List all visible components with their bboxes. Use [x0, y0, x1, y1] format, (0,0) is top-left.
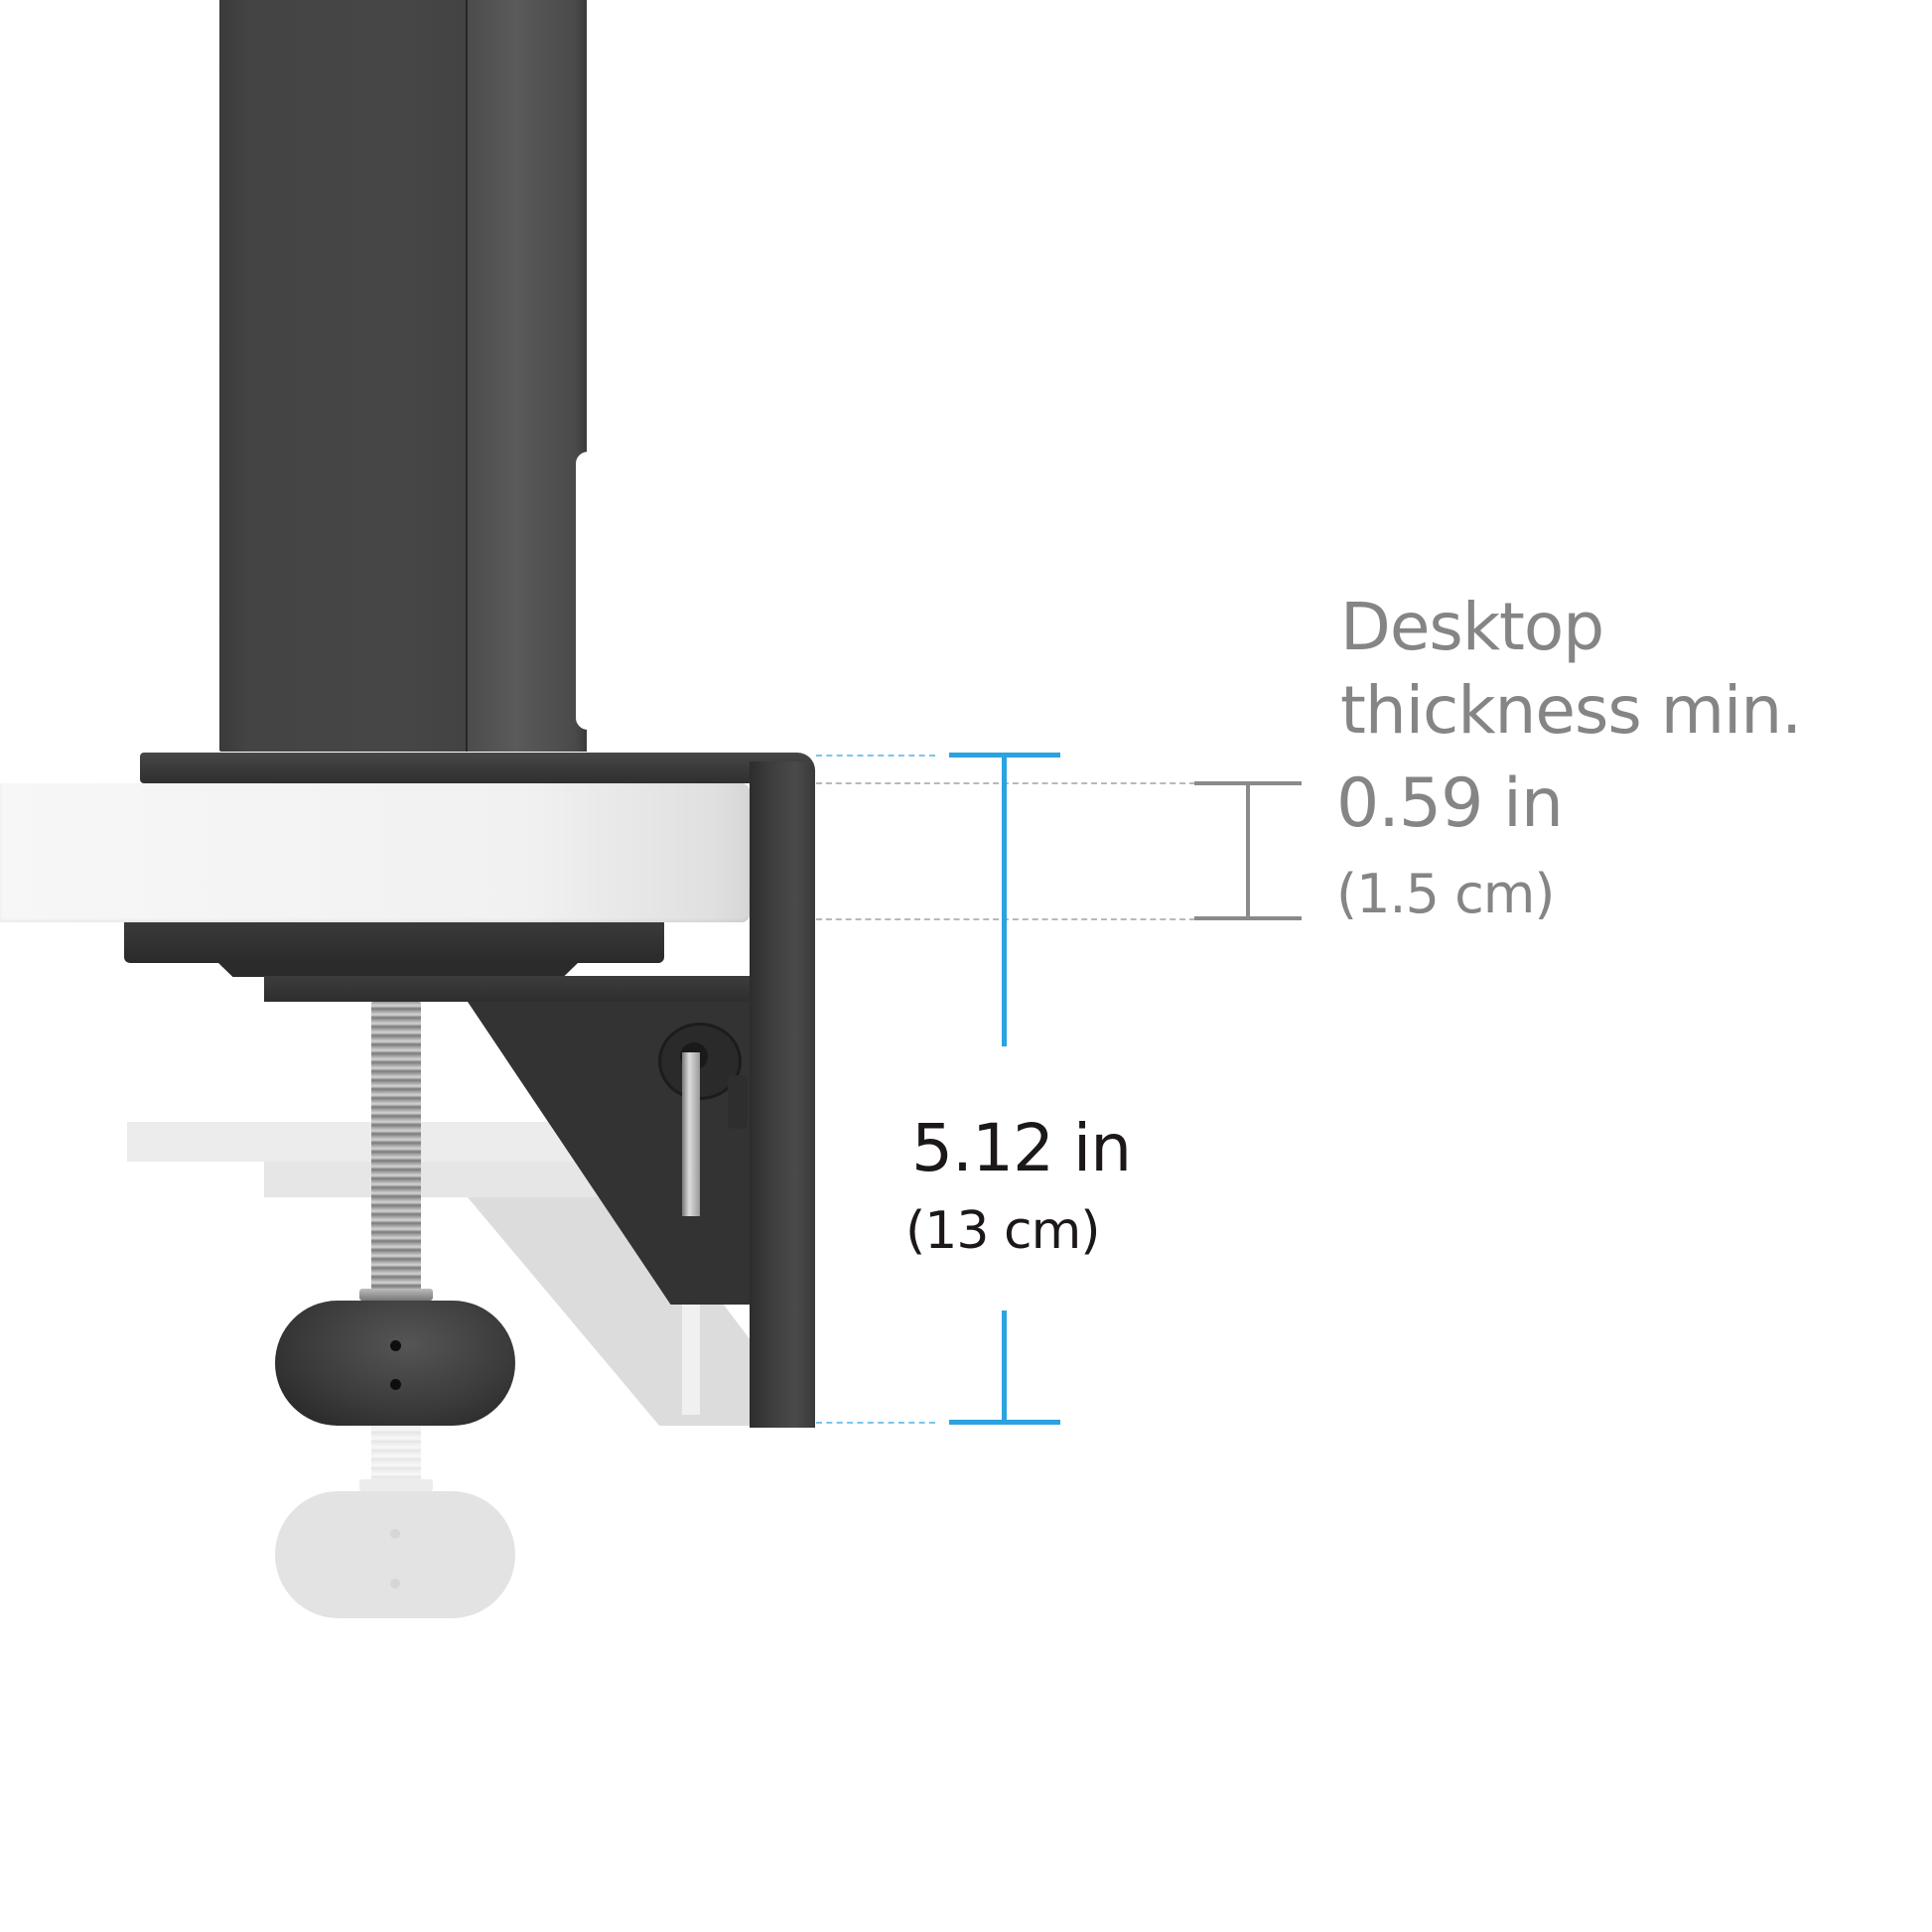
- ghost-clamp-knob: [275, 1491, 515, 1618]
- clamp-lower-plate: [124, 922, 664, 963]
- desktop-thickness-dimension: [1194, 781, 1302, 922]
- clamp-range-inches: 5.12 in: [911, 1110, 1132, 1186]
- pole-cutout: [576, 452, 588, 730]
- hex-key-icon: [682, 1052, 700, 1216]
- thickness-stem: [1246, 781, 1250, 920]
- desktop-thickness-cm: (1.5 cm): [1336, 863, 1555, 925]
- hex-key-clip: [728, 1075, 748, 1129]
- ghost-knob-hole-icon: [390, 1529, 400, 1539]
- clamp-range-dimension: [949, 753, 1060, 1428]
- dimension-cap-bottom: [949, 1420, 1060, 1425]
- dimension-stem-bottom: [1002, 1311, 1007, 1424]
- pole-side-panel: [466, 0, 587, 752]
- ghost-washer: [359, 1479, 433, 1491]
- knob-hole-icon: [390, 1340, 401, 1351]
- desktop-thickness-title-line2: thickness min.: [1340, 672, 1802, 749]
- thickness-cap-bottom: [1194, 916, 1302, 920]
- clamp-screw: [371, 1002, 421, 1296]
- desk-surface: [0, 783, 750, 922]
- knob-hole-icon: [390, 1379, 401, 1390]
- clamp-range-cm: (13 cm): [905, 1201, 1101, 1261]
- clamp-slider-bar: [264, 976, 750, 1002]
- guide-line-top-blue: [816, 755, 935, 757]
- dimension-stem-top: [1002, 753, 1007, 1046]
- desktop-thickness-title-line1: Desktop: [1340, 589, 1604, 665]
- ghost-screw: [371, 1426, 421, 1487]
- ghost-knob-hole-icon: [390, 1579, 400, 1588]
- clamp-knob: [275, 1301, 515, 1426]
- screw-washer: [359, 1289, 433, 1301]
- clamp-lower-plate-base: [218, 963, 578, 977]
- clamp-vertical-bracket: [750, 761, 815, 1428]
- guide-line-bottom-blue: [816, 1422, 935, 1424]
- clamp-top-plate: [140, 753, 815, 783]
- desktop-thickness-inches: 0.59 in: [1336, 764, 1564, 843]
